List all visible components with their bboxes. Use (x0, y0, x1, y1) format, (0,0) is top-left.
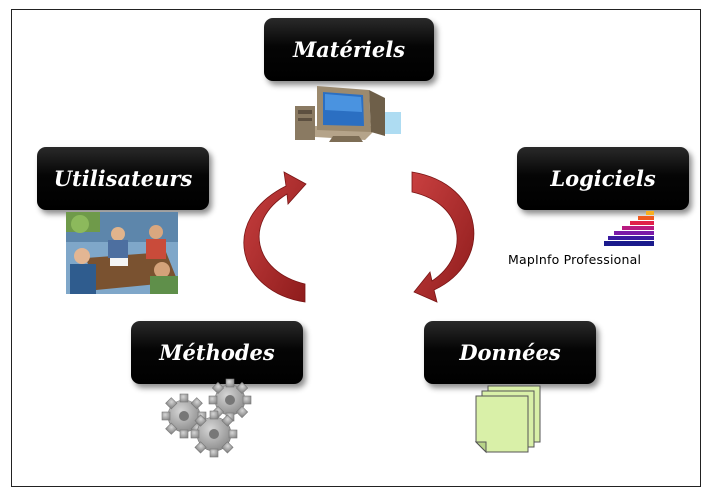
documents-icon (474, 385, 541, 454)
meeting-people-icon (66, 212, 178, 294)
node-donnees: Données (424, 321, 596, 384)
cycle-arrow-icon (243, 171, 307, 303)
node-methodes: Méthodes (131, 321, 303, 384)
node-materiels: Matériels (264, 18, 434, 81)
mapinfo-logo-text: MapInfo Professional (508, 252, 642, 267)
node-logiciels: Logiciels (517, 147, 689, 210)
cycle-arrow-icon (411, 171, 475, 303)
gears-icon (161, 378, 252, 458)
mapinfo-logo-icon (604, 211, 654, 246)
node-utilisateurs: Utilisateurs (37, 147, 209, 210)
computer-icon (295, 86, 401, 142)
